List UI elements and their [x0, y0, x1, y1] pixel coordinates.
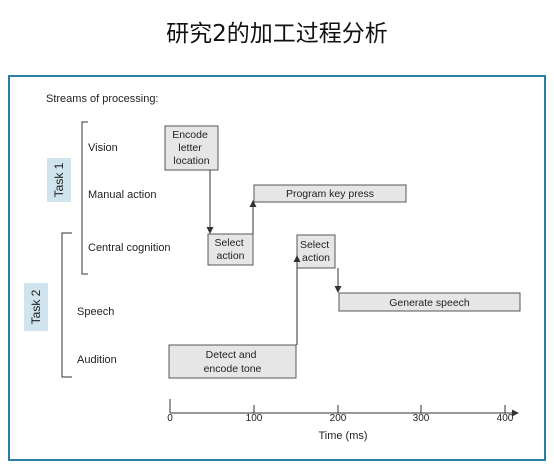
diagram-frame — [8, 75, 546, 461]
stream-label-central-cognition: Central cognition — [88, 242, 171, 254]
diagram-heading: Streams of processing: — [46, 93, 159, 105]
stream-label-speech: Speech — [77, 306, 114, 318]
svg-text:Task 2: Task 2 — [29, 289, 43, 324]
task1-label: Task 1 — [47, 158, 71, 202]
axis-title: Time (ms) — [318, 430, 367, 442]
task2-label: Task 2 — [24, 283, 48, 331]
svg-text:Generate speech: Generate speech — [389, 297, 470, 309]
svg-text:Program key press: Program key press — [286, 188, 374, 200]
svg-text:Task 1: Task 1 — [52, 162, 66, 197]
axis-tick-label: 200 — [330, 413, 347, 424]
box-program-key-press: Program key press — [253, 184, 407, 203]
box-select-action-2: Select action — [296, 234, 336, 269]
time-axis: 0 100 200 300 400 Time (ms) — [167, 399, 519, 442]
axis-tick-label: 400 — [497, 413, 514, 424]
box-detect-encode-tone: Detect and encode tone — [168, 344, 297, 379]
axis-tick-label: 300 — [413, 413, 430, 424]
stream-label-audition: Audition — [77, 354, 117, 366]
svg-text:Encode letter loca: Encode letter location — [172, 129, 211, 167]
axis-tick-label: 0 — [167, 413, 173, 424]
box-generate-speech: Generate speech — [338, 292, 521, 312]
svg-text:Detect and encode tone: Detect and encode tone — [204, 349, 262, 375]
box-select-action-1: Select action — [207, 233, 254, 266]
svg-text:Select action: Select action — [214, 237, 246, 262]
box-encode-letter-location: Encode letter location — [164, 125, 219, 171]
task1-bracket — [81, 121, 88, 275]
task2-bracket — [61, 232, 72, 378]
page-title: 研究2的加工过程分析 — [166, 21, 388, 47]
svg-text:Select action: Select action — [300, 239, 332, 264]
stream-label-manual-action: Manual action — [88, 189, 157, 201]
axis-tick-label: 100 — [246, 413, 263, 424]
stream-label-vision: Vision — [88, 142, 118, 154]
